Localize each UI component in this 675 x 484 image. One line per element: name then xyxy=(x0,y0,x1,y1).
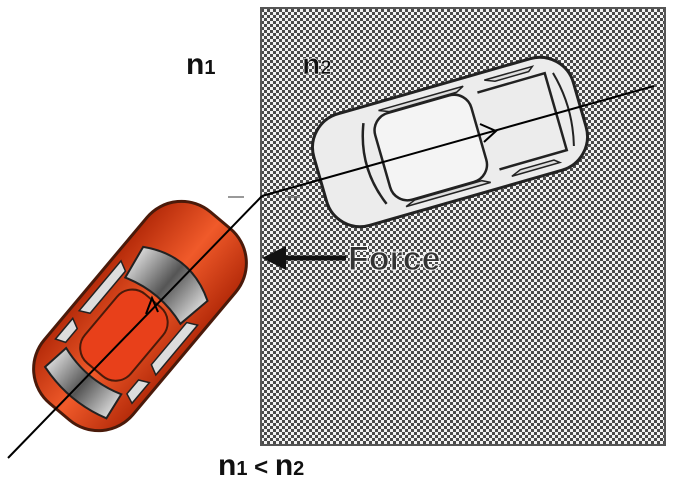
label-relation: n1 < n2 xyxy=(218,449,304,479)
label-force: Force xyxy=(348,240,441,278)
label-n2: n2 xyxy=(302,48,331,81)
label-n1: n1 xyxy=(186,48,215,81)
red-car-icon xyxy=(32,199,248,433)
incident-ray xyxy=(7,195,263,459)
white-car-icon xyxy=(311,55,589,229)
refracted-ray xyxy=(261,85,655,197)
left-arrow-icon xyxy=(262,246,346,270)
incident-direction-arrow xyxy=(145,295,159,315)
refracted-direction-arrow xyxy=(479,123,498,143)
